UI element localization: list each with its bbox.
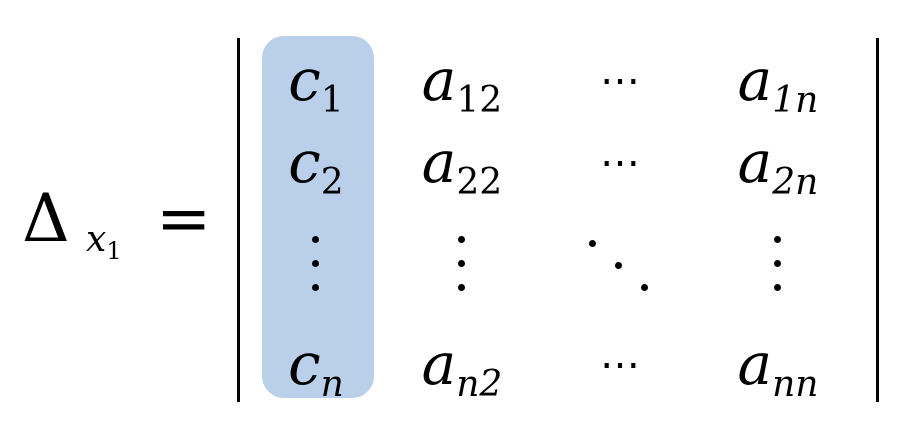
entry-base: c <box>288 46 321 114</box>
entry-subscript: 12 <box>456 80 503 121</box>
entry-base: a <box>737 330 773 398</box>
equals-sign: = <box>156 180 212 257</box>
highlighted-column <box>262 36 374 398</box>
vdots-col4 <box>703 236 853 300</box>
entry-subscript: 2 <box>320 162 344 203</box>
matrix-entry: a22 <box>387 132 537 213</box>
matrix-entry: c2 <box>241 132 391 213</box>
ddots <box>585 240 655 304</box>
matrix-entry: a1n <box>703 50 853 131</box>
determinant-left-bar <box>237 38 240 402</box>
entry-subscript: 22 <box>456 162 503 203</box>
matrix-entry: ⋯ <box>545 328 695 395</box>
vdots-col2 <box>387 236 537 300</box>
entry-subscript: 1n <box>772 80 819 121</box>
matrix-entry: a2n <box>703 132 853 213</box>
subscript-variable: x <box>86 219 107 260</box>
vdots-col1 <box>241 236 391 300</box>
entry-base: ⋯ <box>600 58 640 104</box>
entry-base: ⋯ <box>600 342 640 388</box>
entry-subscript: 1 <box>320 80 344 121</box>
entry-base: a <box>737 128 773 196</box>
matrix-entry: ⋯ <box>545 44 695 111</box>
entry-base: a <box>421 128 457 196</box>
entry-base: ⋯ <box>600 140 640 186</box>
matrix-entry: ⋯ <box>545 126 695 193</box>
entry-base: a <box>421 46 457 114</box>
matrix-entry: a12 <box>387 50 537 131</box>
matrix-entry: cn <box>241 334 391 415</box>
delta-symbol: Δ <box>22 180 70 257</box>
matrix-entry: ann <box>703 334 853 415</box>
subscript-index: 1 <box>106 237 122 265</box>
entry-base: a <box>421 330 457 398</box>
determinant-right-bar <box>876 38 879 402</box>
entry-base: c <box>288 128 321 196</box>
entry-base: c <box>288 330 321 398</box>
matrix-entry: an2 <box>387 334 537 415</box>
matrix-entry: c1 <box>241 50 391 131</box>
delta-subscript: x1 <box>86 222 122 269</box>
entry-base: a <box>737 46 773 114</box>
entry-subscript: nn <box>772 364 819 405</box>
entry-subscript: 2n <box>772 162 819 203</box>
entry-subscript: n2 <box>456 364 503 405</box>
entry-subscript: n <box>320 364 344 405</box>
